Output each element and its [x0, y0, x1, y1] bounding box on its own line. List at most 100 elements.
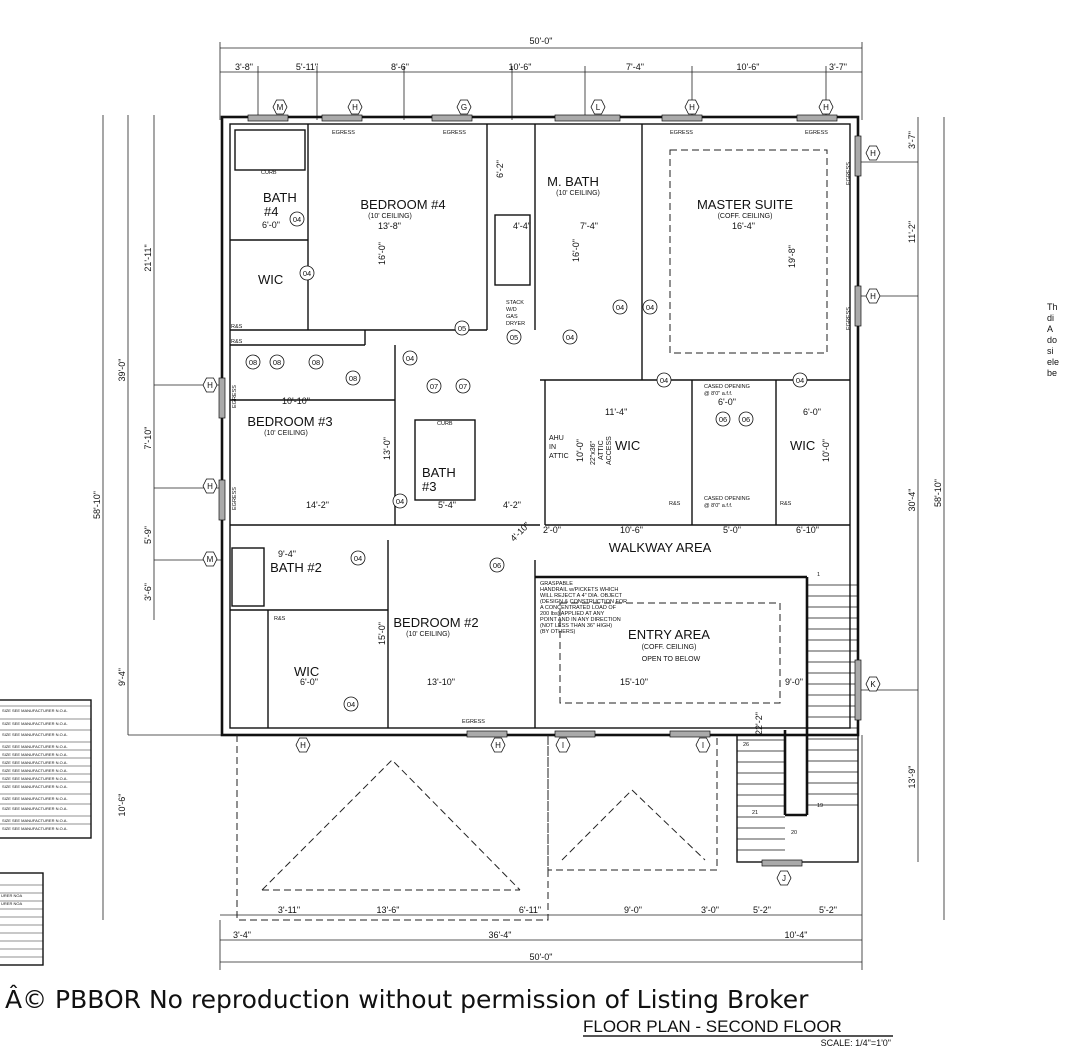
dim-bottom-total: 50'-0" — [530, 952, 553, 962]
door-tag: 04 — [299, 265, 315, 281]
window-tag-label: K — [870, 680, 876, 689]
dim-bottom: 3'-11" — [278, 905, 300, 915]
schedule-cell: URER NOA — [1, 901, 22, 906]
rs-label: R&S — [669, 501, 681, 507]
door-tag-label: 04 — [646, 303, 654, 312]
window-tag: H — [865, 145, 881, 161]
window-tag-label: I — [562, 741, 564, 750]
room-entry-note2: OPEN TO BELOW — [642, 656, 701, 663]
room-bedroom3: BEDROOM #3 — [247, 414, 332, 429]
ahu-label: ATTIC — [549, 453, 569, 460]
dim-right: 58'-10" — [933, 479, 943, 507]
window-tag-label: H — [352, 103, 358, 112]
schedule-cell: SIZE SEE MANUFACTURER N.O.A. — [2, 768, 68, 773]
door-tag: 04 — [656, 372, 672, 388]
room-master-bath-note: (10' CEILING) — [556, 190, 600, 197]
dim-interior: 6'-0" — [262, 220, 280, 230]
dim-bottom: 36'-4" — [489, 930, 512, 940]
room-bath4: BATH — [263, 190, 297, 205]
dim-interior: 10'-6" — [620, 525, 643, 535]
room-master-suite-note: (COFF. CEILING) — [718, 213, 773, 220]
misc-labels: EGRESS EGRESS EGRESS EGRESS EGRESS EGRES… — [231, 130, 852, 836]
dim-left: 39'-0" — [117, 359, 127, 382]
door-tag: 06 — [715, 411, 731, 427]
door-tag: 07 — [426, 378, 442, 394]
dim-bottom: 6'-11" — [519, 905, 541, 915]
window-tag-label: M — [207, 555, 214, 564]
room-bedroom2: BEDROOM #2 — [393, 615, 478, 630]
handrail-note-line: WILL REJECT A 4" DIA. OBJECT — [540, 593, 623, 599]
dim-left: 7'-10" — [143, 427, 153, 450]
room-entry: ENTRY AREA — [628, 627, 710, 642]
door-tag-label: 04 — [616, 303, 624, 312]
room-wic-master: WIC — [615, 438, 640, 453]
schedule-cell: SIZE SEE MANUFACTURER N.O.A. — [2, 818, 68, 823]
door-tag-label: 04 — [796, 376, 804, 385]
curb-label: CURB — [437, 421, 453, 427]
dim-interior: 13'-0" — [382, 437, 392, 460]
side-note-line: di — [1047, 313, 1055, 323]
window-tag: H — [295, 737, 311, 753]
dim-bottom: 10'-4" — [785, 930, 808, 940]
cased-opening-height: @ 8'0" a.f.f. — [704, 503, 733, 509]
dim-top: 3'-7" — [829, 62, 847, 72]
stair-number: 26 — [743, 742, 749, 748]
room-entry-note: (COFF. CEILING) — [642, 644, 697, 651]
window-tag-label: L — [596, 103, 601, 112]
handrail-note-line: (NOT LESS THAN 36" HIGH) — [540, 623, 612, 629]
dim-top: 3'-8" — [235, 62, 253, 72]
schedule-cell: URER NOA — [1, 893, 22, 898]
door-tag: 04 — [612, 299, 628, 315]
room-walkway: WALKWAY AREA — [609, 540, 712, 555]
windows — [218, 114, 862, 867]
window-schedule-table: SIZE SEE MANUFACTURER N.O.A. SIZE SEE MAN… — [0, 699, 92, 966]
room-bedroom3-note: (10' CEILING) — [264, 430, 308, 437]
stack-label: GAS — [506, 314, 518, 320]
door-tag-label: 04 — [293, 215, 301, 224]
door-tag-label: 08 — [273, 358, 281, 367]
door-tag: 06 — [489, 557, 505, 573]
door-tag: 07 — [455, 378, 471, 394]
dim-interior-wic-2: 10'-0" — [821, 439, 831, 462]
door-tag: 05 — [506, 329, 522, 345]
stack-label: W/D — [506, 307, 517, 313]
dim-interior-mbath-shower: 6'-2" — [495, 160, 505, 178]
door-tag: 08 — [269, 354, 285, 370]
window-tag-label: H — [207, 381, 213, 390]
dim-interior-wic: 10'-0" — [575, 439, 585, 462]
dim-interior: 10'-10" — [282, 396, 310, 406]
handrail-note-line: (BY OTHERS) — [540, 629, 576, 635]
door-tag-label: 06 — [493, 561, 501, 570]
window-tag-label: H — [207, 482, 213, 491]
dim-interior: 6'-0" — [718, 397, 736, 407]
egress-label: EGRESS — [846, 162, 852, 185]
egress-label: EGRESS — [232, 385, 238, 408]
dim-left: 5'-9" — [143, 526, 153, 544]
dim-interior: 5'-0" — [723, 525, 741, 535]
door-tag: 04 — [350, 550, 366, 566]
door-tag-label: 07 — [430, 382, 438, 391]
attic-access-label: 22"x36" — [590, 440, 597, 465]
rs-label: R&S — [231, 324, 243, 330]
rs-label: R&S — [780, 501, 792, 507]
door-tag-label: 08 — [349, 374, 357, 383]
schedule-cell: SIZE SEE MANUFACTURER N.O.A. — [2, 708, 68, 713]
window-tag-label: H — [870, 149, 876, 158]
room-master-bath: M. BATH — [547, 174, 599, 189]
ahu-label: IN — [549, 444, 556, 451]
side-note: Th di A do si ele be — [1047, 302, 1059, 379]
dim-right: 11'-2" — [907, 221, 917, 243]
dim-interior: 7'-4" — [580, 221, 598, 231]
egress-label: EGRESS — [670, 130, 693, 136]
dim-bottom: 3'-0" — [701, 905, 719, 915]
dim-interior: 16'-0" — [377, 242, 387, 265]
rs-label: R&S — [231, 339, 243, 345]
dim-right: 30'-4" — [907, 489, 917, 512]
dim-interior: 9'-0" — [785, 677, 803, 687]
window-tag: H — [490, 737, 506, 753]
dim-interior: 15'-0" — [377, 622, 387, 645]
side-note-line: A — [1047, 324, 1054, 334]
window-tag: K — [865, 676, 881, 692]
stair-number: 1 — [817, 572, 820, 578]
stair-number: 19 — [817, 803, 823, 809]
